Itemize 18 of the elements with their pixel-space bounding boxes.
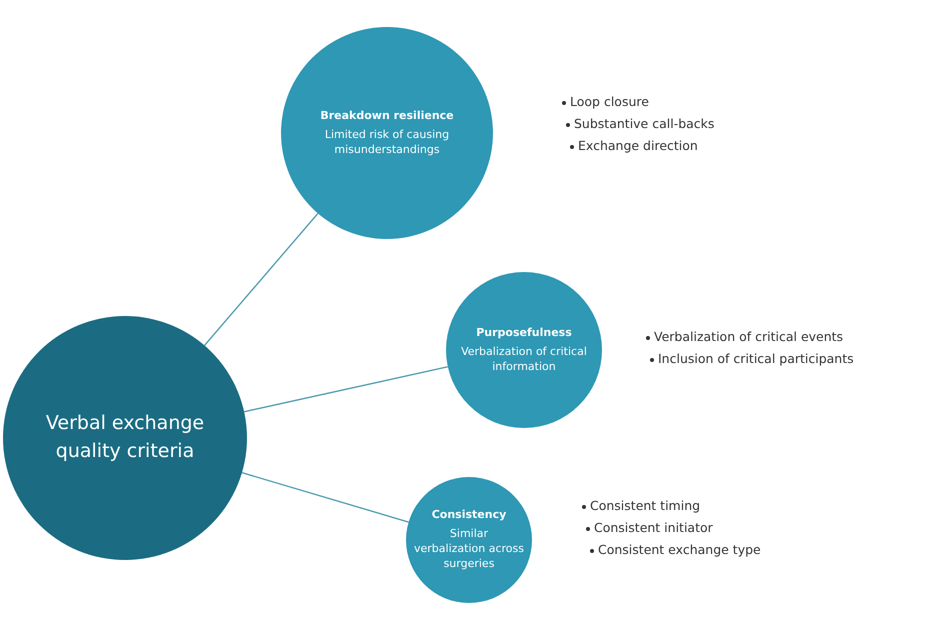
bullet-item: Inclusion of critical participants	[658, 351, 854, 366]
bullet-item: Loop closure	[570, 94, 649, 109]
node-text: Similar verbalization across surgeries	[414, 527, 524, 572]
bullet-item: Consistent initiator	[594, 520, 713, 535]
node-heading: Breakdown resilience	[320, 108, 454, 122]
node-text: Limited risk of causing misunderstandings	[324, 128, 450, 158]
bullet-item: Consistent exchange type	[598, 542, 761, 557]
node-heading: Purposefulness	[476, 326, 572, 339]
connector-line	[244, 366, 448, 412]
node-text: Verbal exchange quality criteria	[44, 411, 206, 464]
connector-line	[204, 212, 318, 346]
bullet-item: Substantive call-backs	[574, 116, 714, 131]
node-heading: Consistency	[432, 508, 506, 522]
node-text: Verbalization of critical information	[460, 344, 588, 374]
bullet-item: Consistent timing	[590, 498, 700, 513]
bullet-item: Verbalization of critical events	[654, 329, 844, 344]
bullet-item: Exchange direction	[578, 138, 698, 153]
connector-line	[242, 472, 409, 523]
